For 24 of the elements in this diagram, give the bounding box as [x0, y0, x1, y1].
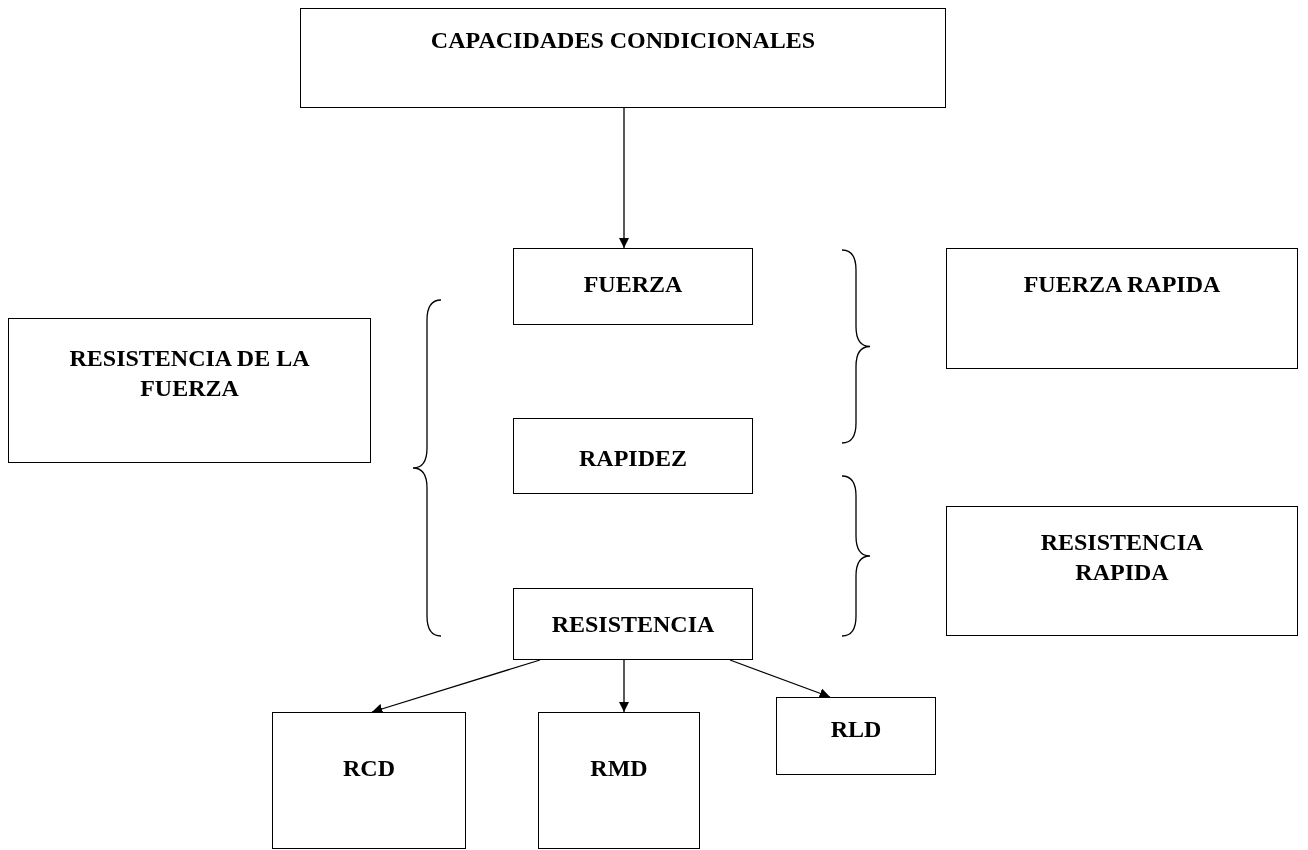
text-box	[776, 697, 936, 775]
text-box	[8, 318, 371, 463]
text-box	[946, 248, 1298, 369]
arrow	[618, 659, 630, 713]
text-box	[513, 418, 753, 494]
arrow	[618, 107, 630, 249]
text-box	[272, 712, 466, 849]
text-box	[300, 8, 946, 108]
box-label: CAPACIDADES CONDICIONALES	[430, 26, 816, 55]
box-label: RAPIDEZ	[579, 444, 687, 473]
text-box	[513, 248, 753, 325]
box-label: FUERZA RAPIDA	[1023, 270, 1221, 299]
text-box	[946, 506, 1298, 636]
box-label: RESISTENCIA DE LA FUERZA	[68, 344, 311, 403]
arrow	[371, 659, 541, 714]
box-label: RCD	[343, 754, 395, 783]
box-label: RESISTENCIA	[551, 610, 715, 639]
arrow	[729, 659, 831, 699]
text-box	[538, 712, 700, 849]
box-label: RLD	[830, 715, 882, 744]
box-label: RESISTENCIA RAPIDA	[1039, 528, 1205, 587]
box-label: FUERZA	[583, 270, 683, 299]
box-label: RMD	[590, 754, 648, 783]
text-box	[513, 588, 753, 660]
